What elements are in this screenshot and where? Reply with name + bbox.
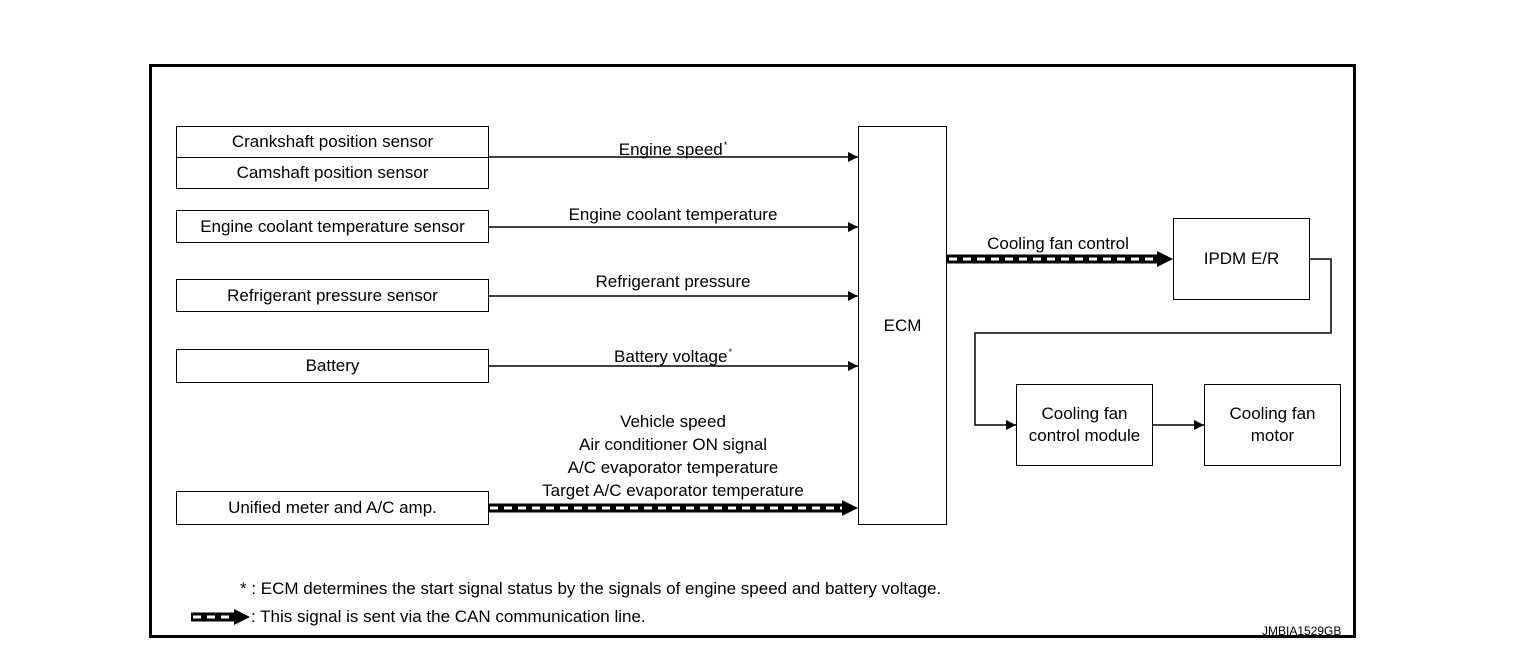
engine-speed-signal: Engine speed* — [619, 134, 728, 161]
battery-voltage-asterisk: * — [728, 347, 732, 357]
fan-motor-box: Cooling fan motor — [1204, 384, 1341, 466]
meter-box: Unified meter and A/C amp. — [176, 491, 489, 525]
asterisk-note: * : ECM determines the start signal stat… — [240, 579, 942, 598]
ecm-label: ECM — [883, 315, 922, 335]
crank-cam-sensor-box: Crankshaft position sensor Camshaft posi… — [176, 126, 489, 189]
cooling-fan-control-signal: Cooling fan control — [987, 234, 1129, 253]
can-signal-item: Target A/C evaporator temperature — [542, 481, 804, 500]
can-signal-item: A/C evaporator temperature — [567, 458, 779, 477]
refrigerant-pressure-signal: Refrigerant pressure — [595, 272, 751, 291]
coolant-sensor-box: Engine coolant temperature sensor — [176, 210, 489, 243]
can-signal-item: Air conditioner ON signal — [578, 435, 768, 454]
refrigerant-sensor-box: Refrigerant pressure sensor — [176, 279, 489, 312]
diagram-frame — [149, 64, 1356, 638]
battery-voltage-signal: Battery voltage* — [614, 341, 732, 368]
box-divider — [177, 157, 488, 158]
fan-module-label-line: Cooling fan — [1041, 404, 1128, 423]
fan-motor-label-line: Cooling fan — [1229, 404, 1316, 423]
can-line-ecm-to-ipdm — [947, 251, 1173, 267]
can-signal-item: Vehicle speed — [620, 412, 726, 431]
can-legend-symbol — [191, 609, 250, 625]
can-line-meter-to-ecm — [488, 500, 858, 516]
coolant-sensor-label: Engine coolant temperature sensor — [200, 216, 465, 236]
refrigerant-sensor-label: Refrigerant pressure sensor — [227, 285, 438, 305]
figure-code: JMBIA1529GB — [1262, 624, 1342, 638]
battery-box: Battery — [176, 349, 489, 383]
crankshaft-sensor-label: Crankshaft position sensor — [231, 132, 434, 151]
can-signal-list: Vehicle speed Air conditioner ON signal … — [542, 410, 804, 502]
fan-motor-label-line: motor — [1250, 426, 1295, 445]
camshaft-sensor-label: Camshaft position sensor — [236, 163, 429, 182]
meter-label: Unified meter and A/C amp. — [228, 498, 437, 517]
ipdm-box: IPDM E/R — [1173, 218, 1310, 300]
battery-voltage-label: Battery voltage — [614, 347, 728, 366]
ipdm-label: IPDM E/R — [1203, 249, 1280, 268]
battery-label: Battery — [305, 356, 360, 375]
fan-control-module-box: Cooling fan control module — [1016, 384, 1153, 466]
can-note: : This signal is sent via the CAN commun… — [251, 607, 646, 626]
ecm-box: ECM — [858, 126, 947, 525]
engine-speed-asterisk: * — [723, 140, 728, 150]
fan-module-label-line: control module — [1028, 426, 1141, 445]
ipdm-to-fan-module-line — [974, 258, 1332, 430]
coolant-temp-signal: Engine coolant temperature — [568, 205, 778, 224]
engine-speed-label: Engine speed — [618, 140, 723, 159]
